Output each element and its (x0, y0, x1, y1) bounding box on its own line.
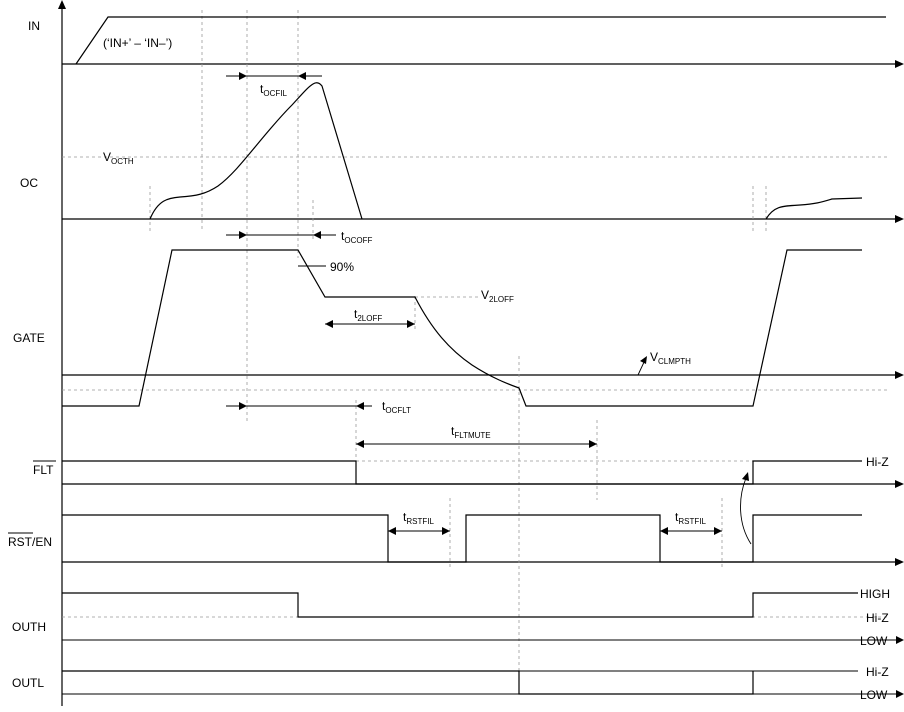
rst-en-waveform (62, 514, 862, 563)
outh-hiz-label: Hi-Z (866, 611, 889, 625)
t-fltmute-label: tFLTMUTE (451, 424, 491, 440)
t-ocflt-label: tOCFLT (382, 399, 411, 415)
flt-label-text: FLT (33, 463, 54, 477)
ocfil-arrow-left (298, 72, 306, 80)
outh-waveform (62, 592, 858, 618)
v-octh-main: V (103, 150, 111, 164)
t-rstfil-1-sub: RSTFIL (406, 517, 434, 526)
outh-low-arrow (896, 636, 904, 644)
2loff-arrow-left (325, 320, 333, 328)
oc-axis-arrow (895, 215, 904, 223)
t-ocoff-label: tOCOFF (341, 229, 372, 245)
flt-release-pointer (740, 477, 752, 545)
t-rstfil-1-main: t (403, 510, 407, 524)
interval-fltmute (356, 440, 597, 448)
outl-waveform (62, 670, 754, 695)
v-octh-sub: OCTH (111, 157, 134, 166)
signal-label-outl: OUTL (12, 676, 44, 690)
v-clmpth-label: VCLMPTH (650, 350, 691, 366)
t-ocfil-label: tOCFIL (260, 82, 287, 98)
t-ocfil-sub: OCFIL (263, 89, 287, 98)
vertical-axis-arrow (58, 0, 66, 9)
v-clmpth-sub: CLMPTH (658, 357, 691, 366)
t-ocoff-main: t (341, 229, 345, 243)
t-2loff-label: t2LOFF (354, 307, 382, 323)
axes (58, 0, 904, 706)
outh-high-label: HIGH (860, 587, 890, 601)
gate-axis-arrow (895, 371, 904, 379)
fltmute-arrow-left (356, 440, 364, 448)
outh-low-label: LOW (860, 634, 888, 648)
ocflt-arrow-right (239, 402, 247, 410)
t-fltmute-main: t (451, 424, 455, 438)
t-rstfil-2-main: t (675, 510, 679, 524)
rst-axis-arrow (895, 558, 904, 566)
ocflt-arrow-left (356, 402, 364, 410)
signal-label-flt: FLT (33, 460, 56, 477)
oc-waveform (149, 82, 363, 220)
t-ocoff-sub: OCOFF (344, 236, 372, 245)
outl-low-arrow (896, 690, 904, 698)
interval-2loff (325, 320, 415, 328)
flt-waveform (62, 460, 862, 485)
v-clmpth-main: V (650, 350, 658, 364)
t-ocflt-sub: OCFLT (385, 406, 411, 415)
rstfil-2-arrow-right (714, 527, 722, 535)
interval-rstfil-2 (660, 527, 722, 535)
t-rstfil-2-label: tRSTFIL (675, 510, 706, 526)
rst-en-suffix: /EN (32, 535, 52, 549)
signal-label-gate: GATE (13, 331, 45, 345)
oc-waveform-restart (765, 197, 863, 220)
rst-label-text: RST (8, 535, 33, 549)
rst-en-label-text: RST/EN (8, 535, 52, 549)
ocfil-arrow-right (239, 72, 247, 80)
flt-hiz-label: Hi-Z (866, 455, 889, 469)
vertical-markers (149, 10, 767, 676)
signal-label-oc: OC (20, 176, 38, 190)
t-ocflt-main: t (382, 399, 386, 413)
interval-ocoff (226, 231, 336, 239)
ocoff-arrow-right (239, 231, 247, 239)
outl-hiz-label: Hi-Z (866, 665, 889, 679)
t-2loff-sub: 2LOFF (357, 314, 382, 323)
t-rstfil-1-label: tRSTFIL (403, 510, 434, 526)
pct90-label: 90% (330, 260, 354, 274)
rstfil-1-arrow-left (388, 527, 396, 535)
v-2loff-sub: 2LOFF (489, 295, 514, 304)
t-rstfil-2-sub: RSTFIL (678, 517, 706, 526)
ocoff-arrow-left (313, 231, 321, 239)
signal-label-rst-en: RST/EN (8, 532, 52, 549)
fltmute-arrow-right (589, 440, 597, 448)
interval-rstfil-1 (388, 527, 450, 535)
in-differential-label: (‘IN+’ – ‘IN–’) (103, 36, 172, 50)
v-2loff-main: V (481, 288, 489, 302)
rstfil-2-arrow-left (660, 527, 668, 535)
signal-label-outh: OUTH (12, 620, 46, 634)
t-2loff-main: t (354, 307, 358, 321)
rstfil-1-arrow-right (442, 527, 450, 535)
signal-label-in: IN (28, 19, 40, 33)
t-fltmute-sub: FLTMUTE (454, 431, 490, 440)
v-octh-label: VOCTH (103, 150, 134, 166)
interval-ocflt (226, 402, 372, 410)
outl-low-label: LOW (860, 688, 888, 702)
reference-lines (62, 156, 888, 672)
interval-ocfil (226, 72, 322, 80)
in-waveform (75, 16, 886, 65)
2loff-arrow-right (407, 320, 415, 328)
flt-release-pointer-head (742, 472, 749, 481)
gate-waveform (62, 249, 862, 407)
in-axis-arrow (895, 60, 904, 68)
v-clmpth-pointer-head (640, 356, 647, 364)
flt-axis-arrow (895, 480, 904, 488)
v-2loff-label: V2LOFF (481, 288, 514, 304)
t-ocfil-main: t (260, 82, 264, 96)
